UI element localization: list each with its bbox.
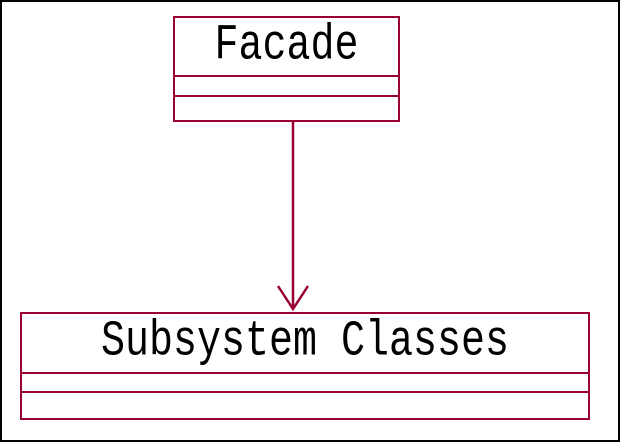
facade-class-name: Facade — [214, 18, 359, 74]
subsystem-operations-compartment — [22, 393, 588, 418]
subsystem-class-name: Subsystem Classes — [100, 314, 510, 371]
facade-operations-compartment — [175, 97, 398, 120]
facade-attributes-compartment — [175, 77, 398, 97]
facade-title-compartment: Facade — [175, 18, 398, 77]
subsystem-classes-box: Subsystem Classes — [20, 312, 590, 420]
subsystem-title-compartment: Subsystem Classes — [22, 314, 588, 374]
facade-class-box: Facade — [173, 16, 400, 122]
subsystem-attributes-compartment — [22, 374, 588, 393]
arrow-open-head-icon — [276, 285, 310, 312]
